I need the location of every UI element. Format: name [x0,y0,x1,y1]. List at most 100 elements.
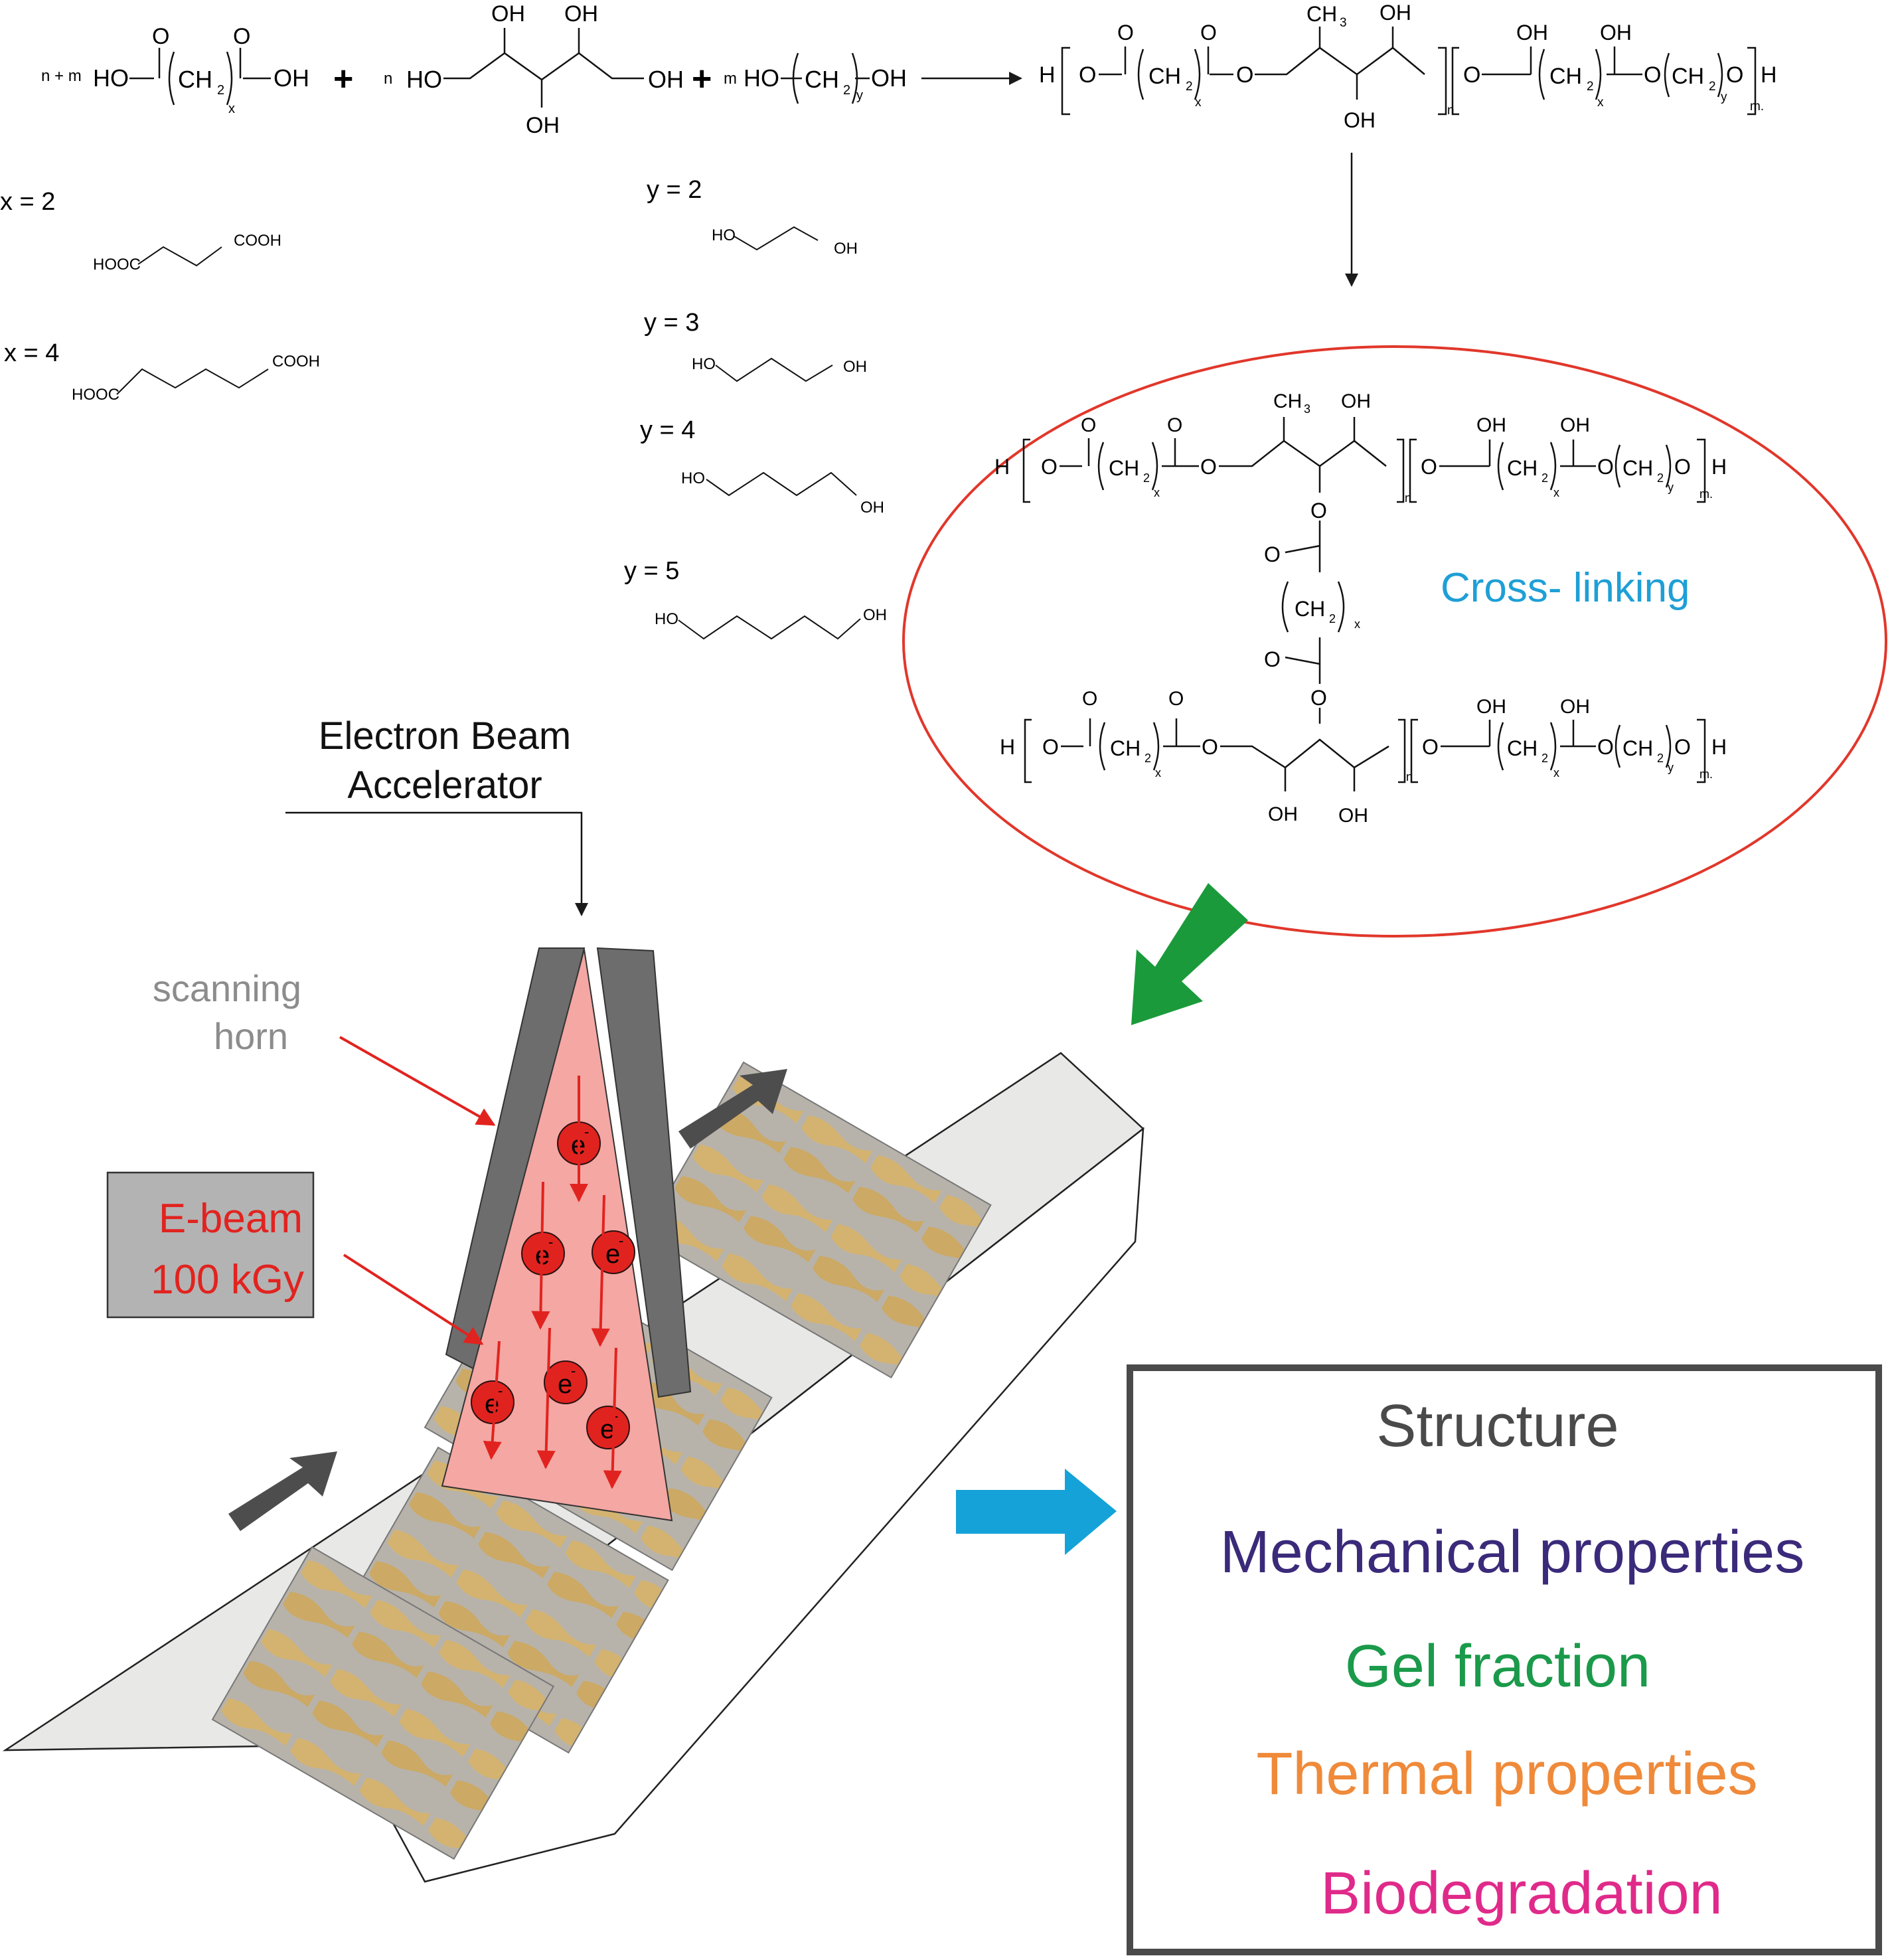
lower-paren-3l [1615,724,1621,768]
upper-o-5: O [1674,455,1691,479]
polyol-oh: OH [648,66,684,93]
sample-tray-4-plate [211,1546,555,1860]
lower-o-3: O [1422,735,1439,759]
bridge-co-1: O [1264,542,1281,566]
lower-ch2-1: CH [1110,736,1141,760]
electron-label: e [600,1415,615,1444]
product-ch2-2: CH [1549,64,1582,89]
lower-oh-2: OH [1338,805,1368,827]
lower-bracket-m-l [1410,718,1418,783]
electron-beam: e - e - e - e - e - e - Electron Beam Ac… [106,714,692,1522]
upper-ch2-3-sub: 2 [1657,471,1664,485]
acid-subx: x [228,102,235,116]
bracket-n-right [1438,46,1447,116]
electron-icon [586,1406,630,1449]
product-ch2-1: CH [1148,64,1181,89]
electron-label: e [605,1240,620,1269]
upper-bracket-m-r [1697,438,1706,503]
upper-o-1: O [1041,455,1058,479]
crosslink-label: Cross- linking [1441,565,1690,611]
lower-subx-2: x [1553,766,1559,779]
upper-o-2: O [1200,455,1217,479]
lower-oh-3: OH [1476,696,1506,718]
upper-o-3: O [1421,455,1437,479]
reaction-equation: n + m HO O CH 2 x O OH + n HO OH OH OH O… [41,1,1022,138]
acid-label-x2: x = 2 [0,188,55,216]
upper-h-right: H [1711,455,1727,479]
lower-ch2-2: CH [1507,736,1537,760]
diol-y4-oh: OH [860,499,884,517]
result-gel-fraction: Gel fraction [1345,1633,1650,1700]
product-subx-1: x [1195,96,1202,110]
diol-sub2: 2 [843,83,850,98]
acid-ho: HO [93,64,129,92]
product-paren-1l [1137,48,1144,100]
diol-label-y3: y = 3 [644,309,699,337]
acid-ch2: CH [178,66,212,93]
upper-ch3: CH [1273,390,1302,412]
lower-paren-1l [1099,722,1106,771]
acid-paren-left [168,51,175,106]
electron-charge: - [613,1408,618,1424]
product-ch3-sub: 3 [1340,16,1347,30]
lower-h-right: H [1711,735,1727,759]
product-subn: n [1447,104,1455,118]
lower-bracket-m-r [1697,718,1706,783]
upper-paren-2l [1497,442,1504,491]
accelerator-label-1: Electron Beam [319,714,571,758]
diol-suby: y [856,88,863,103]
lower-subx-1: x [1155,766,1161,779]
product-oh-3: OH [1516,21,1548,44]
scanning-horn-right [596,947,692,1398]
result-mechanical: Mechanical properties [1220,1519,1804,1586]
lower-ch2-1-sub: 2 [1144,752,1151,765]
lower-o-4: O [1597,735,1614,759]
dose-line-2: 100 kGy [151,1257,304,1303]
dose-pointer [343,1254,484,1345]
product-ch2-3: CH [1672,64,1704,89]
upper-co-2: O [1167,414,1182,436]
electron-charge: - [584,1123,589,1140]
horn-label-2: horn [214,1015,288,1057]
lower-suby: y [1668,761,1674,774]
lower-bracket-l [1024,718,1032,783]
product-o-3: O [1463,62,1480,88]
diol-oh: OH [871,64,907,92]
acid-legend: x = 2 HOOC COOH x = 4 HOOC COOH [0,188,320,404]
upper-bracket-m-l [1409,438,1417,503]
result-biodegradation: Biodegradation [1320,1860,1722,1927]
bridge-subx: x [1354,617,1360,631]
upper-bracket-r [1397,438,1405,503]
product-co-1: O [1117,21,1134,44]
product-paren-2l [1538,48,1545,100]
lower-ch2-3-sub: 2 [1657,752,1664,765]
lower-o-5: O [1674,735,1691,759]
acid-o-2: O [233,24,250,49]
electron-charge: - [619,1232,623,1249]
coef-polyol: n [384,70,392,88]
product-oh-bottom: OH [1344,108,1376,132]
plus-2: + [692,60,712,98]
electron-label: e [485,1390,499,1419]
lower-ch2-2-sub: 2 [1541,752,1548,765]
dose-line-1: E-beam [159,1196,303,1242]
lower-backbone [1220,738,1389,769]
bridge-o-2: O [1310,686,1327,710]
polyol-oh1: OH [491,1,525,27]
product-o-5: O [1726,62,1743,88]
coef-diol: m [724,70,737,88]
conveyor-arrow-top-icon [678,1069,787,1149]
product-suby: y [1721,90,1727,104]
results-box: Structure Mechanical properties Gel frac… [1127,1364,1882,1955]
product-o-4: O [1644,62,1661,88]
upper-backbone [1219,440,1387,467]
bracket-m-left [1451,46,1459,116]
diol-ch2: CH [805,66,839,93]
upper-paren-1r [1151,442,1158,491]
electron-icon [544,1360,588,1404]
bridge-paren-r [1337,581,1345,633]
upper-o-4: O [1597,455,1614,479]
acid-paren-right [226,51,233,106]
linear-polyester: H O O CH 2 x O O CH 3 OH OH n O OH CH 2 … [1039,1,1777,287]
diol-y2-oh: OH [834,240,858,258]
